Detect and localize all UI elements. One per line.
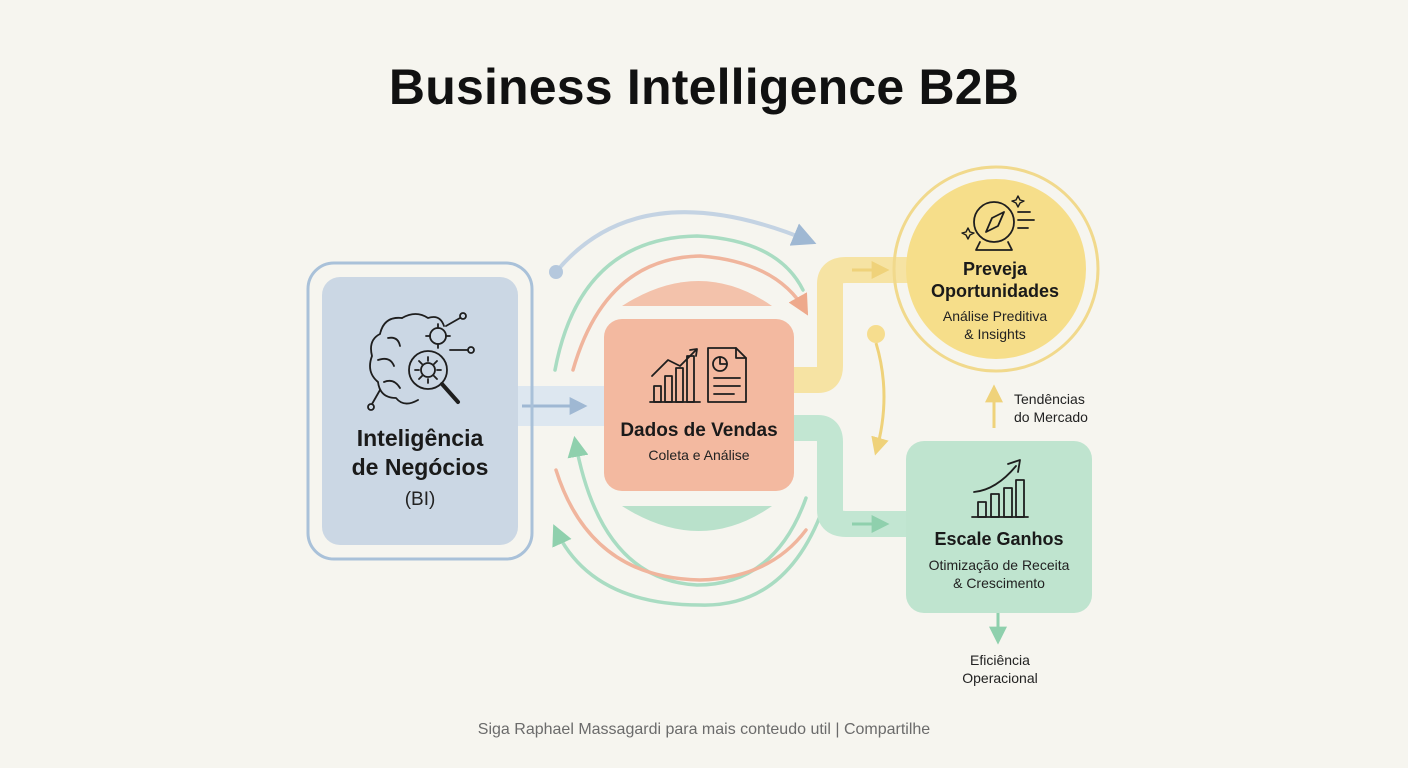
page-title: Business Intelligence B2B: [388, 59, 1020, 115]
tendencias-label: Tendências do Mercado: [1014, 391, 1088, 425]
dados-to-escale-band: [794, 415, 912, 537]
dados-title: Dados de Vendas: [620, 420, 778, 441]
preveja-subtitle: Análise Preditiva & Insights: [942, 308, 1048, 342]
escale-title: Escale Ganhos: [934, 529, 1064, 549]
bi-title: Inteligência de Negócios: [351, 425, 489, 480]
brain-gear-magnifier-icon: [367, 312, 475, 411]
preveja-escale-link: [867, 325, 889, 456]
crystal-ball-compass-icon: [961, 195, 1035, 251]
chart-report-icon: [649, 347, 747, 403]
bi-node: [306, 261, 534, 561]
footer-credit: Siga Raphael Massagardi para mais conteu…: [477, 721, 931, 738]
growth-chart-icon: [971, 459, 1029, 518]
dados-node: [604, 319, 794, 491]
preveja-title: Preveja Oportunidades: [930, 259, 1059, 301]
eficiencia-label: Eficiência Operacional: [962, 652, 1038, 686]
preveja-node: [892, 165, 1100, 373]
dados-subtitle: Coleta e Análise: [648, 447, 750, 463]
dados-to-preveja-band: [794, 257, 912, 393]
feedback-arcs: [549, 210, 828, 607]
escale-node: [906, 441, 1092, 613]
bi-subtitle: (BI): [404, 489, 436, 510]
escale-subtitle: Otimização de Receita & Crescimento: [928, 557, 1070, 591]
